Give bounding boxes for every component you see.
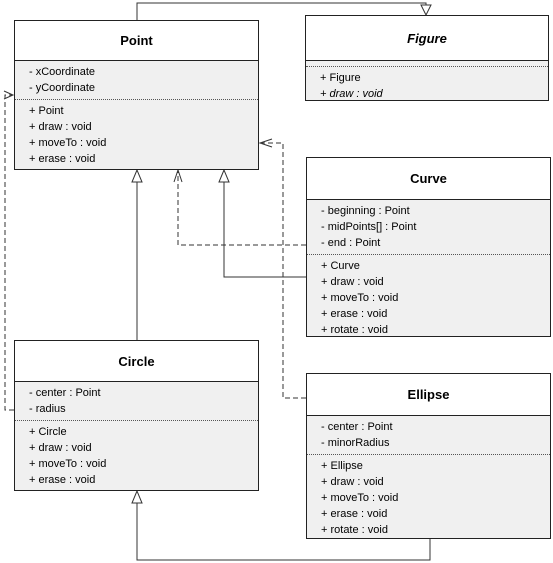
operation: + draw : void [320,88,383,100]
class-curve-attributes: - beginning : Point - midPoints[] : Poin… [307,200,550,255]
operation: + draw : void [29,121,92,133]
class-curve: Curve - beginning : Point - midPoints[] … [306,157,551,337]
class-figure-operations: + Figure + draw : void [306,67,548,105]
class-circle: Circle - center : Point - radius + Circl… [14,340,259,491]
arrowhead-point-circle [131,168,143,183]
attribute: - yCoordinate [29,82,96,94]
class-figure: Figure + Figure + draw : void [305,15,549,101]
operation: + erase : void [321,508,388,520]
attribute: - center : Point [321,421,393,433]
class-curve-title: Curve [307,158,550,200]
class-point-attributes: - xCoordinate - yCoordinate [15,61,258,100]
dependency-circle-point [4,94,14,411]
arrowhead-circle-ellipse [131,489,143,504]
attribute: - xCoordinate [29,66,96,78]
class-point-title: Point [15,21,258,61]
class-figure-attributes [306,61,548,67]
operation: + draw : void [321,476,384,488]
operation: + Curve [321,260,360,272]
class-circle-attributes: - center : Point - radius [15,382,258,421]
operation: + Figure [320,72,361,84]
arrowhead-figure [420,4,432,17]
operation: + draw : void [321,276,384,288]
operation: + moveTo : void [29,458,107,470]
dependency-arrow-circle [3,90,15,100]
operation: + erase : void [321,308,388,320]
attribute: - end : Point [321,237,381,249]
dependency-arrow-curve [173,168,183,183]
operation: + moveTo : void [29,137,107,149]
operation: + rotate : void [321,524,388,536]
attribute: - midPoints[] : Point [321,221,417,233]
generalization-curve-point [223,182,306,278]
dependency-curve-point [177,172,306,246]
dependency-arrow-ellipse [258,138,273,148]
operation: + moveTo : void [321,292,399,304]
operation: + erase : void [29,153,96,165]
attribute: - radius [29,403,66,415]
dependency-ellipse-point [262,142,306,399]
operation: + erase : void [29,474,96,486]
class-ellipse-attributes: - center : Point - minorRadius [307,416,550,455]
class-point: Point - xCoordinate - yCoordinate + Poin… [14,20,259,170]
arrowhead-point-curve [218,168,230,183]
class-figure-title: Figure [306,16,548,61]
attribute: - beginning : Point [321,205,410,217]
operation: + Circle [29,426,67,438]
attribute: - center : Point [29,387,101,399]
operation: + moveTo : void [321,492,399,504]
class-point-operations: + Point + draw : void + moveTo : void + … [15,100,258,170]
class-circle-title: Circle [15,341,258,382]
class-ellipse: Ellipse - center : Point - minorRadius +… [306,373,551,539]
class-ellipse-operations: + Ellipse + draw : void + moveTo : void … [307,455,550,541]
operation: + Ellipse [321,460,363,472]
operation: + rotate : void [321,324,388,336]
class-ellipse-title: Ellipse [307,374,550,416]
operation: + Point [29,105,64,117]
attribute: - minorRadius [321,437,390,449]
operation: + draw : void [29,442,92,454]
generalization-ellipse-circle [136,503,431,561]
class-curve-operations: + Curve + draw : void + moveTo : void + … [307,255,550,341]
class-circle-operations: + Circle + draw : void + moveTo : void +… [15,421,258,491]
